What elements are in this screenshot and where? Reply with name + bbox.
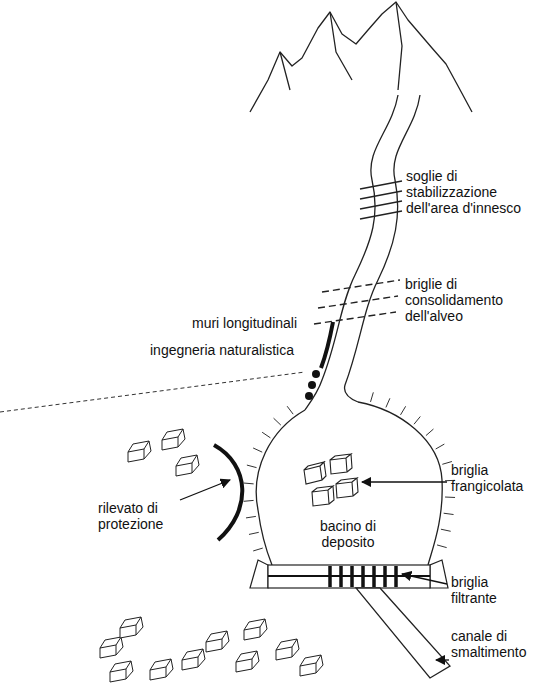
leader-arrow: [362, 481, 447, 482]
house: [206, 631, 229, 652]
leader-arrow: [402, 574, 447, 584]
slope-tick: [441, 529, 451, 531]
callout-label: muri longitudinali: [192, 315, 322, 331]
filter-bar: [361, 566, 365, 587]
slope-tick: [253, 548, 263, 551]
mountains: [250, 2, 472, 112]
callout-label: rilevato di protezione: [98, 500, 178, 532]
slope-tick: [274, 418, 281, 425]
house: [110, 661, 133, 682]
house: [236, 651, 259, 672]
houses: [100, 429, 323, 682]
consolidation-dams: [314, 280, 400, 324]
house: [244, 619, 267, 640]
slope-tick: [437, 545, 447, 548]
mountain-ridge: [280, 2, 402, 90]
slope-tick: [386, 398, 390, 407]
slope-tick: [401, 406, 406, 415]
callout-label: briglia frangicolata: [451, 462, 537, 494]
slope-tick: [426, 429, 434, 436]
slope-tick: [244, 483, 254, 485]
breaker-blocks: [304, 454, 358, 506]
callout-label: ingegneria naturalistica: [150, 342, 315, 358]
slope-tick: [287, 406, 293, 414]
filter-bars: [330, 566, 396, 587]
slope-tick: [444, 513, 454, 514]
slope-tick: [262, 432, 270, 438]
slope-tick: [253, 448, 262, 452]
filter-bar: [328, 566, 332, 587]
house: [120, 617, 143, 638]
stabilization-sills: [360, 181, 402, 219]
house: [182, 649, 205, 670]
callout-label: briglie di consolidamento dell'alveo: [405, 276, 533, 324]
house: [128, 441, 151, 462]
leader-arrow: [436, 659, 449, 660]
leader-arrow: [180, 480, 230, 500]
channel-right-bank: [345, 95, 420, 402]
house: [300, 655, 323, 676]
filter-bar: [339, 566, 343, 587]
callout-label: briglia filtrante: [451, 574, 537, 606]
house: [100, 637, 123, 658]
callout-label: canale di smaltimento: [451, 628, 537, 660]
filter-bar: [383, 566, 387, 587]
longitudinal-wall: [321, 322, 333, 368]
outlet-canal: [356, 588, 450, 678]
house: [176, 455, 199, 476]
basin-left-side: [256, 410, 305, 565]
filter-dam: [250, 560, 448, 588]
bioengineering-dots: [305, 370, 320, 400]
channel-left-bank: [305, 95, 398, 410]
slope-tick: [442, 462, 452, 465]
callout-label: soglie di stabilizzazione dell'area d'in…: [406, 168, 536, 216]
protection-embankment: [214, 445, 242, 540]
house: [276, 639, 299, 660]
slope-tick: [244, 500, 254, 502]
slope-tick: [371, 392, 374, 402]
area-label: bacino di deposito: [298, 518, 398, 550]
filter-bar: [350, 566, 354, 587]
slope-tick: [414, 416, 420, 424]
house: [162, 429, 185, 450]
slope-tick: [249, 532, 259, 534]
slope-tick: [445, 497, 455, 498]
slope-tick: [436, 444, 445, 449]
slope-tick: [246, 516, 256, 518]
basin-slope-ticks: [244, 392, 455, 551]
filter-bar: [394, 566, 398, 587]
dotted-line: [0, 372, 305, 412]
house: [150, 659, 173, 680]
filter-bar: [372, 566, 376, 587]
slope-tick: [247, 465, 257, 468]
